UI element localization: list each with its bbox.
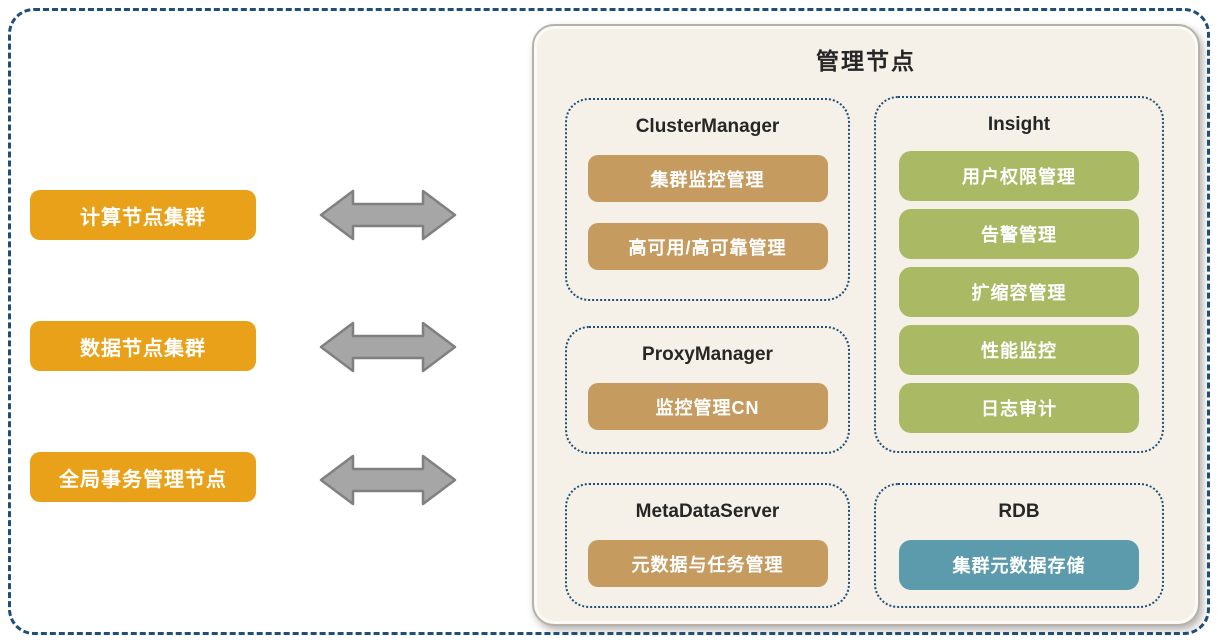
node-global-transaction: 全局事务管理节点	[30, 452, 256, 502]
item-user-permission-mgmt: 用户权限管理	[899, 151, 1139, 201]
item-monitor-manage-cn: 监控管理CN	[587, 383, 828, 430]
item-cluster-monitor-mgmt: 集群监控管理	[587, 155, 828, 202]
group-metadata-server-title: MetaDataServer	[635, 501, 780, 522]
group-cluster-manager: ClusterManager 集群监控管理 高可用/高可靠管理	[565, 98, 850, 301]
item-cluster-metadata-storage: 集群元数据存储	[899, 540, 1139, 590]
node-global-transaction-label: 全局事务管理节点	[59, 468, 227, 491]
group-rdb-title: RDB	[998, 501, 1040, 522]
bidirectional-arrow-icon	[319, 189, 457, 241]
group-rdb: RDB 集群元数据存储	[874, 483, 1164, 608]
group-metadata-server: MetaDataServer 元数据与任务管理	[565, 483, 850, 608]
management-node-panel: 管理节点 ClusterManager 集群监控管理 高可用/高可靠管理 Ins…	[532, 24, 1200, 626]
group-proxy-manager: ProxyManager 监控管理CN	[565, 326, 850, 454]
bidirectional-arrow-icon	[319, 454, 457, 506]
bidirectional-arrow-icon	[319, 321, 457, 373]
item-performance-monitor: 性能监控	[899, 325, 1139, 375]
node-data-cluster-label: 数据节点集群	[80, 337, 206, 360]
item-alarm-mgmt: 告警管理	[899, 209, 1139, 259]
node-compute-cluster: 计算节点集群	[30, 190, 256, 240]
group-cluster-manager-title: ClusterManager	[635, 116, 780, 137]
group-proxy-manager-title: ProxyManager	[642, 344, 773, 365]
node-data-cluster: 数据节点集群	[30, 321, 256, 371]
cluster-boundary-dashed-border	[8, 8, 1210, 635]
item-ha-reliability-mgmt: 高可用/高可靠管理	[587, 223, 828, 270]
item-metadata-task-mgmt: 元数据与任务管理	[587, 540, 828, 587]
panel-title: 管理节点	[816, 48, 916, 74]
item-scaling-mgmt: 扩缩容管理	[899, 267, 1139, 317]
group-insight: Insight 用户权限管理 告警管理 扩缩容管理 性能监控 日志审计	[874, 96, 1164, 453]
group-insight-title: Insight	[987, 114, 1051, 135]
item-log-audit: 日志审计	[899, 383, 1139, 433]
node-compute-cluster-label: 计算节点集群	[80, 206, 206, 229]
